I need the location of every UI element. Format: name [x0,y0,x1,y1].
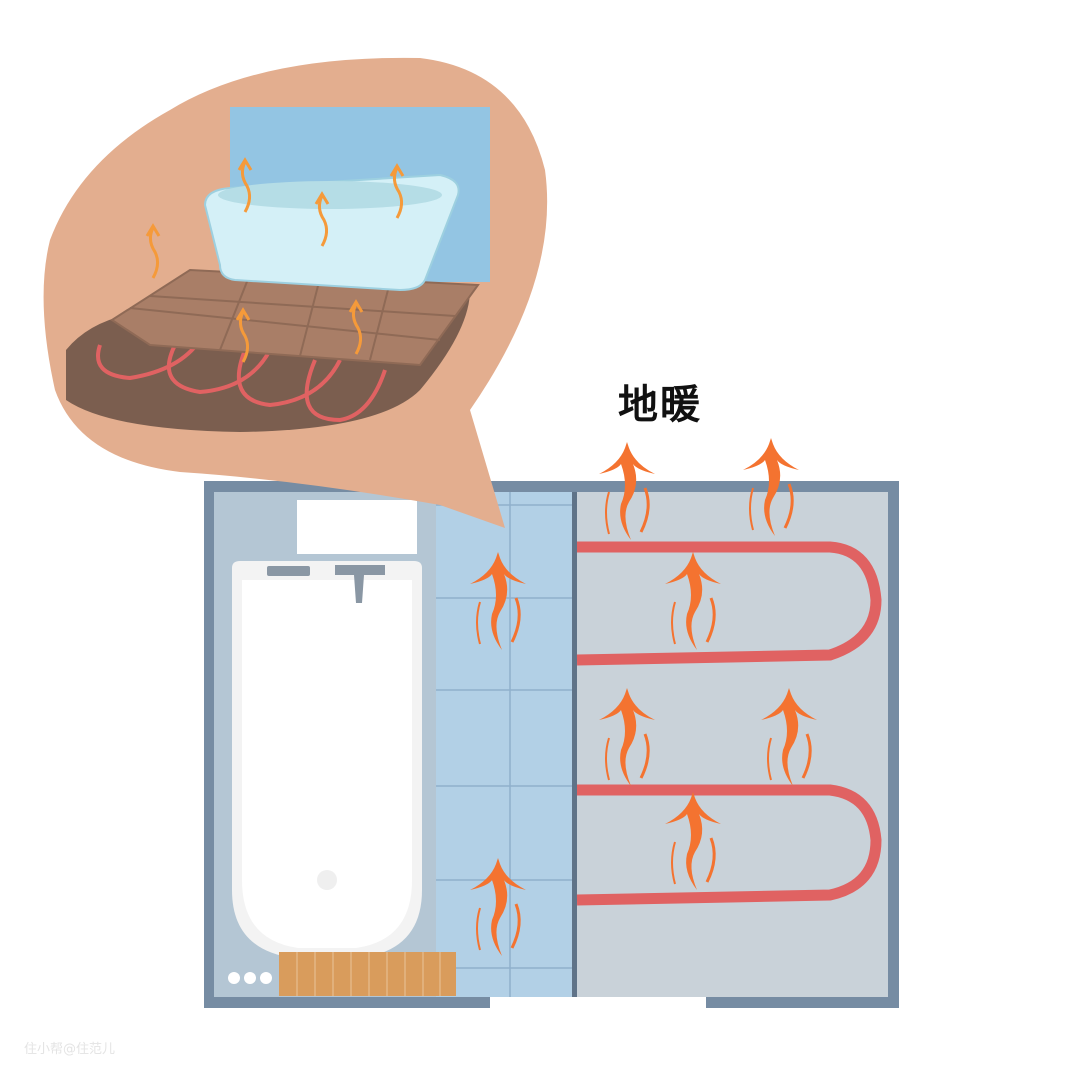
bath-mat [279,952,456,996]
title-floor-heating: 地暖 [618,382,702,428]
heating-pipe [576,541,882,906]
watermark: 住小帮@住范儿 [24,1042,116,1057]
floor-tile-grid [129,273,456,361]
bathtub-basin [242,580,412,948]
partition-wall [572,492,577,997]
detail-bubble [43,57,548,529]
faucet-icon [335,565,385,603]
dots-decoration [228,972,272,984]
bath-water [218,181,442,209]
floor-plan [204,436,899,1009]
doorway [490,997,706,1009]
detail-heating-pipe [96,338,387,423]
drain-icon [317,870,337,890]
bath-handle [267,566,310,576]
vanity-counter [297,500,417,554]
